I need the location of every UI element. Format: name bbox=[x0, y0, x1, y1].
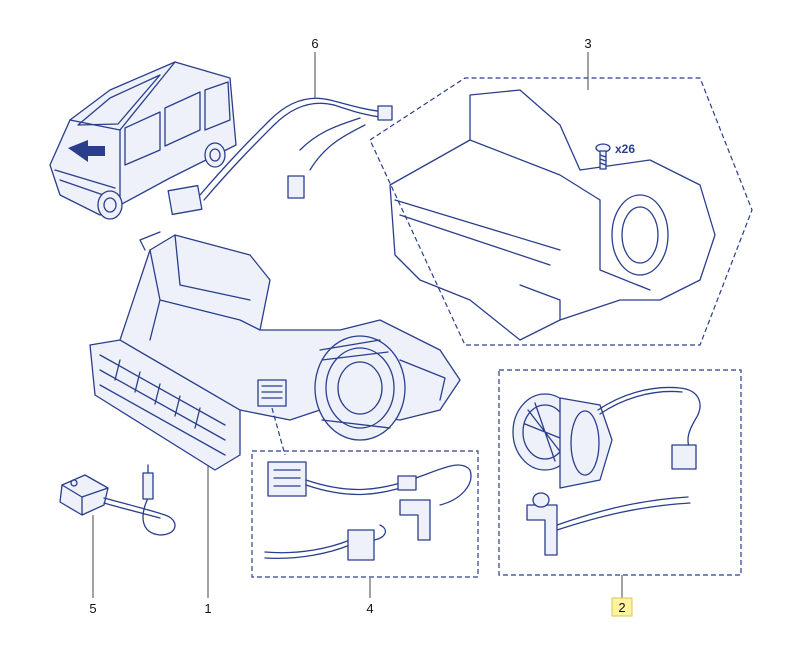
part-2-blower-motor bbox=[498, 369, 742, 576]
leader-lines bbox=[92, 52, 623, 598]
callout-3-label: 3 bbox=[584, 36, 591, 51]
callout-2-label: 2 bbox=[618, 600, 625, 615]
location-arrow-icon bbox=[68, 140, 105, 162]
screw-quantity: x26 bbox=[615, 142, 635, 156]
callout-6-label: 6 bbox=[311, 36, 318, 51]
van-illustration bbox=[49, 61, 237, 220]
callout-6[interactable]: 6 bbox=[306, 35, 324, 51]
callout-5[interactable]: 5 bbox=[84, 600, 102, 616]
callout-3[interactable]: 3 bbox=[579, 35, 597, 51]
link-line-1-to-4 bbox=[271, 407, 286, 456]
callout-2[interactable]: 2 bbox=[611, 597, 633, 617]
callout-4[interactable]: 4 bbox=[361, 600, 379, 616]
screw-icon bbox=[595, 143, 611, 170]
callout-4-label: 4 bbox=[366, 601, 373, 616]
callout-1[interactable]: 1 bbox=[199, 600, 217, 616]
callout-2-highlight bbox=[611, 597, 633, 617]
part-6-wiring-harness bbox=[167, 97, 393, 216]
part-1-heater-assembly bbox=[89, 231, 461, 471]
part-4-resistor-kit bbox=[251, 450, 479, 578]
part-5-sensor bbox=[59, 464, 176, 536]
part-3-heater-housing: x26 bbox=[369, 77, 753, 346]
callout-5-label: 5 bbox=[89, 601, 96, 616]
callout-1-label: 1 bbox=[204, 601, 211, 616]
